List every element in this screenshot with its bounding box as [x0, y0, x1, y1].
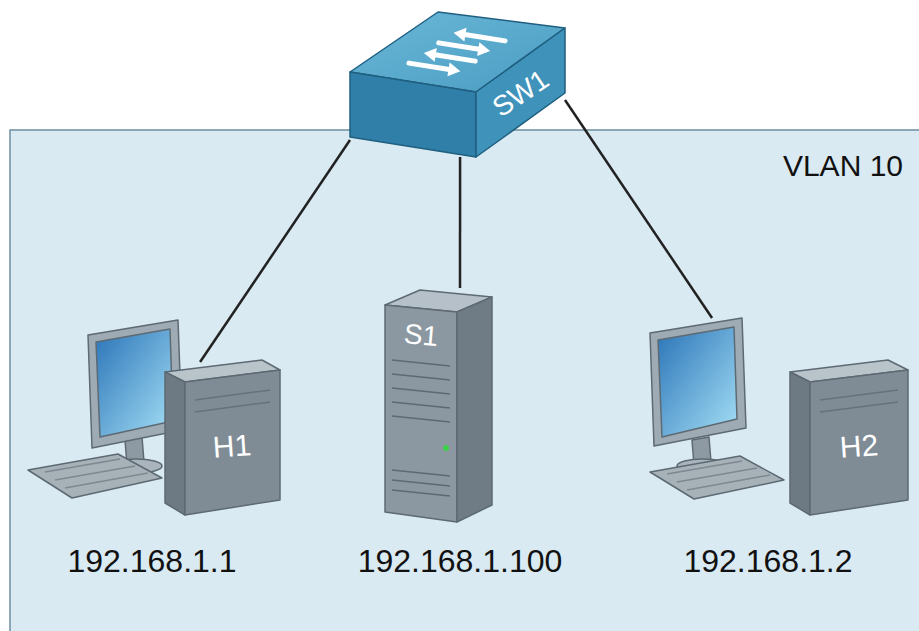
switch-arrows: [424, 48, 437, 62]
pc-icon-h1: [28, 320, 280, 515]
device-name: SW1: [487, 64, 555, 123]
ip-address: 192.168.1.1: [67, 544, 236, 579]
vlan-region: [10, 130, 919, 631]
switch: SW1: [350, 12, 565, 157]
server-icon: [392, 416, 450, 422]
vlan-region: [10, 130, 919, 631]
pc-icon-h1: [65, 473, 148, 488]
server-icon: [385, 305, 457, 522]
vlan-band: VLAN 10 H1 192.168.1.1 S1 192.168.1.100 H2 192…: [10, 130, 919, 631]
pc-icon-h2: [810, 370, 908, 515]
server-icon: [392, 360, 450, 366]
vlan-label: VLAN 10: [783, 149, 903, 182]
pc-icon-h1: [165, 372, 185, 515]
pc-icon-h2: [790, 372, 810, 515]
pc-icon-h2: [820, 402, 898, 412]
pc-icon-h2: [650, 456, 784, 499]
ip-address: 192.168.1.2: [683, 544, 852, 579]
pc-icon-h2: [650, 318, 746, 446]
network-link: [565, 100, 712, 318]
pc-icon-h1: [185, 370, 280, 515]
device-name: H1: [212, 428, 253, 464]
host-pc: H1 192.168.1.1: [22, 362, 287, 590]
device-name: S1: [403, 319, 440, 353]
server-icon: [457, 297, 492, 522]
pc-icon-h2: [687, 475, 770, 490]
pc-icon-h2: [820, 390, 898, 400]
ip-address: 192.168.1.100: [358, 544, 563, 579]
switch-arrows: [432, 54, 475, 61]
switch-arrows: [409, 28, 505, 77]
server-icon: [392, 490, 450, 496]
switch-arrows: [454, 28, 467, 42]
server-icon: [392, 388, 450, 394]
server-icon: [443, 445, 449, 451]
server: S1 192.168.1.100: [350, 288, 570, 590]
server-icon: [392, 374, 450, 380]
server-icon: [392, 470, 450, 476]
pc-icon-h1: [28, 454, 162, 498]
host-pc: H2 192.168.1.2: [640, 318, 915, 590]
network-link: [200, 140, 350, 362]
server-icon: [392, 480, 450, 486]
pc-icon-h1: [96, 329, 173, 437]
server-icon: [392, 402, 450, 408]
switch-arrows: [462, 34, 505, 41]
pc-icon-h1: [195, 402, 270, 412]
switch-arrows: [409, 63, 452, 70]
network-link: [459, 157, 462, 288]
server-icon: [385, 290, 492, 522]
switch-arrows: [447, 62, 460, 76]
switch-arrows: [439, 43, 482, 50]
pc-icon-h2: [658, 327, 737, 437]
switch-icon: [350, 72, 476, 157]
pc-icon-h2: [650, 318, 908, 515]
pc-icon-h1: [195, 390, 270, 400]
switch-arrows: [477, 42, 490, 56]
switch-icon: [476, 28, 565, 157]
switch-icon: [350, 12, 565, 157]
device-name: H2: [839, 428, 880, 464]
